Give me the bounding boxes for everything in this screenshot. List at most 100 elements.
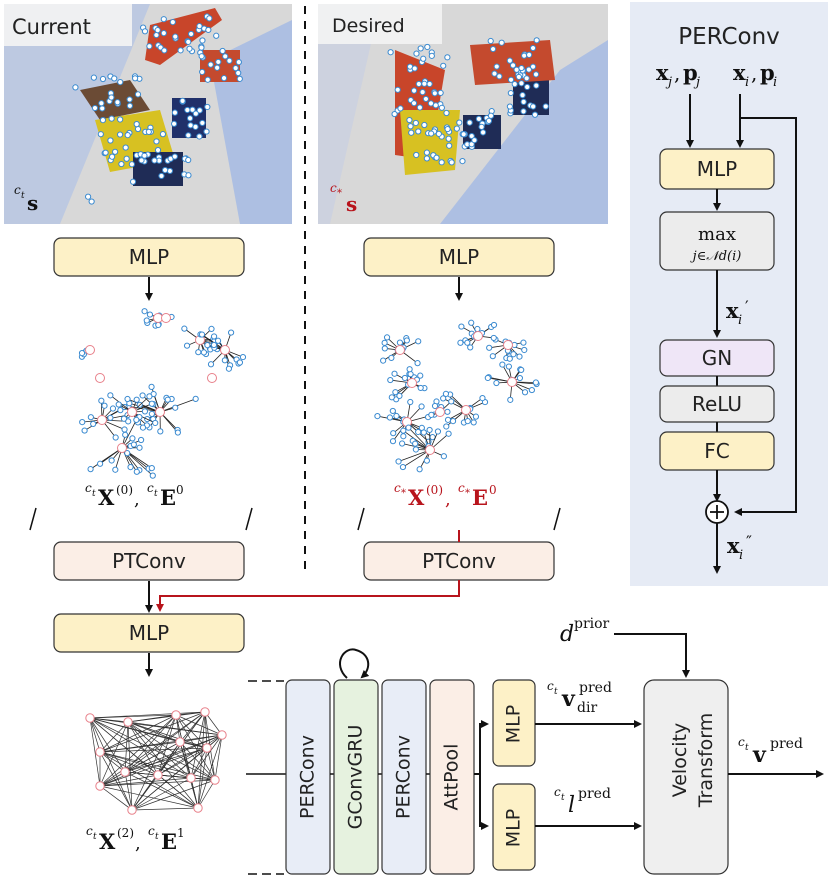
- anchor-node: [473, 331, 483, 341]
- keypoint: [159, 131, 167, 138]
- graph-node: [444, 416, 452, 423]
- keypoint: [206, 15, 213, 22]
- graph-node: [391, 370, 398, 377]
- keypoint: [391, 110, 398, 118]
- keypoint: [226, 57, 233, 64]
- dense-edge: [99, 774, 159, 787]
- graph-node: [380, 357, 387, 364]
- graph-node: [381, 345, 388, 352]
- dense-edge: [157, 734, 223, 776]
- keypoint: [199, 37, 206, 44]
- svg-text:dir: dir: [577, 700, 597, 716]
- keypoint: [203, 128, 210, 135]
- keypoint: [526, 51, 533, 58]
- keypoint: [108, 153, 116, 160]
- graph-node: [389, 407, 396, 415]
- keypoint: [185, 38, 192, 45]
- current-graph: [78, 308, 247, 479]
- keypoint: [129, 178, 137, 185]
- keypoint: [496, 73, 503, 80]
- graph-node: [133, 468, 140, 475]
- keypoint: [520, 98, 527, 105]
- dense-edge: [175, 714, 223, 736]
- graph-node: [198, 331, 206, 338]
- dense-edge: [131, 714, 177, 811]
- keypoint: [487, 37, 494, 45]
- keypoint: [158, 172, 165, 180]
- keypoint: [236, 75, 243, 82]
- dense-edge: [99, 714, 177, 753]
- svg-text:t: t: [93, 832, 97, 842]
- keypoint: [444, 54, 451, 61]
- graph-node: [90, 420, 97, 428]
- svg-text:c: c: [458, 481, 465, 495]
- keypoint: [134, 125, 142, 133]
- keypoint: [160, 30, 167, 37]
- keypoint: [91, 104, 99, 112]
- keypoint: [97, 131, 104, 138]
- keypoint: [498, 39, 505, 46]
- graph-node: [507, 396, 514, 403]
- keypoint: [88, 198, 95, 205]
- graph-node: [148, 383, 155, 390]
- svg-text:(0): (0): [116, 483, 133, 497]
- mlp-label-l: MLP: [503, 809, 525, 847]
- graph-node: [392, 389, 399, 396]
- dense-edge: [89, 717, 133, 811]
- graph-node: [374, 413, 381, 420]
- keypoint: [443, 109, 450, 117]
- keypoint: [153, 31, 160, 39]
- keypoint: [445, 135, 452, 142]
- graph-node: [127, 464, 134, 471]
- keypoint: [99, 105, 106, 112]
- keypoint: [184, 106, 191, 114]
- keypoint: [199, 68, 206, 76]
- svg-text:0: 0: [176, 483, 184, 497]
- svg-text:E: E: [160, 485, 176, 510]
- graph-node: [207, 361, 215, 368]
- graph-node: [489, 353, 496, 360]
- keypoint: [99, 117, 107, 124]
- keypoint: [507, 76, 515, 83]
- dense-edge: [127, 721, 159, 776]
- dense-node: [193, 803, 203, 813]
- anchor-node: [461, 405, 471, 415]
- graph-node: [146, 311, 154, 318]
- graph-node: [434, 428, 442, 435]
- current-label: Current: [12, 15, 91, 39]
- graph-node: [472, 413, 480, 420]
- input-i-label: x i , p i: [733, 60, 777, 90]
- svg-text:l: l: [568, 793, 575, 818]
- keypoint: [413, 151, 420, 159]
- relu-label: ReLU: [692, 392, 742, 416]
- dense-edge: [127, 721, 181, 743]
- keypoint: [214, 64, 221, 71]
- graph-node: [457, 339, 464, 346]
- svg-text:s: s: [27, 191, 38, 215]
- keypoint: [448, 159, 455, 166]
- dense-edge: [175, 711, 206, 716]
- anchor-node: [207, 373, 217, 383]
- keypoint: [154, 27, 161, 34]
- fc-label: FC: [704, 439, 729, 463]
- keypoint: [519, 92, 526, 99]
- graph-node: [221, 357, 228, 364]
- graph-node: [407, 371, 414, 378]
- dense-node: [123, 717, 133, 727]
- dense-edge: [99, 751, 216, 781]
- dense-edge: [99, 721, 129, 753]
- svg-text:i: i: [745, 75, 749, 90]
- svg-text:E: E: [161, 829, 177, 854]
- keypoint: [222, 53, 229, 60]
- svg-text:′: ′: [745, 297, 749, 316]
- keypoint: [424, 43, 431, 51]
- keypoint: [161, 47, 168, 54]
- perconv-label-1: PERConv: [297, 735, 319, 819]
- input-j-label: x j , p j: [656, 60, 700, 90]
- svg-text:t: t: [554, 687, 558, 697]
- svg-text:c: c: [14, 183, 21, 197]
- gn-label: GN: [702, 346, 732, 370]
- graph-node: [521, 346, 528, 354]
- dense-edge: [99, 785, 133, 811]
- graph-node: [214, 337, 222, 344]
